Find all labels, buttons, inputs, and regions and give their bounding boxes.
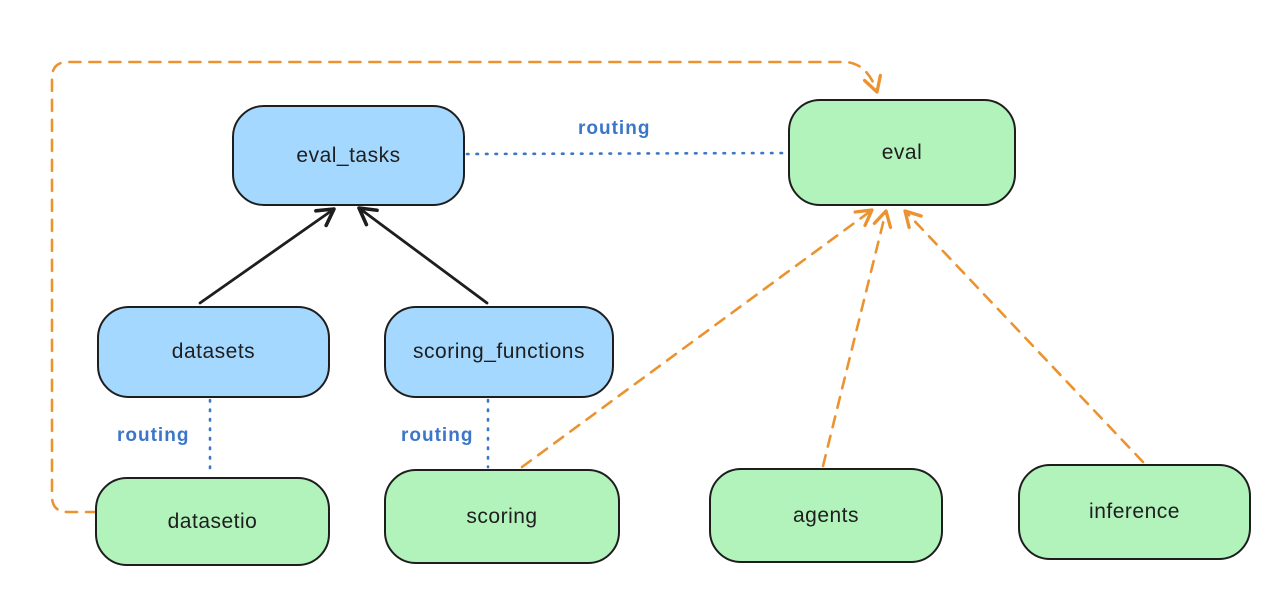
edge-label-routing-datasets-datasetio: routing <box>117 425 190 446</box>
edge-inference-to-eval <box>903 209 1145 464</box>
node-agents-label: agents <box>792 503 860 527</box>
node-agents: agents <box>709 468 943 563</box>
node-eval: eval <box>788 99 1016 206</box>
node-scoring: scoring <box>384 469 620 564</box>
node-datasets: datasets <box>97 306 330 398</box>
node-eval-label: eval <box>881 140 923 164</box>
node-datasetio-label: datasetio <box>167 509 258 533</box>
node-scoring-functions-label: scoring_functions <box>413 340 585 363</box>
node-scoring-functions: scoring_functions <box>384 306 614 398</box>
edge-agents-to-eval <box>821 209 893 468</box>
edge-label-routing-eval-tasks-eval: routing <box>578 118 651 139</box>
node-scoring-label: scoring <box>466 504 538 528</box>
node-datasets-label: datasets <box>171 340 256 363</box>
edge-eval-tasks-to-eval-routing <box>465 151 788 156</box>
node-datasetio: datasetio <box>95 477 330 566</box>
edge-datasets-to-eval-tasks <box>198 207 336 305</box>
node-eval-tasks: eval_tasks <box>232 105 465 206</box>
node-eval-tasks-label: eval_tasks <box>296 143 401 167</box>
edge-scoring-functions-to-eval-tasks <box>357 206 489 305</box>
edge-label-routing-scoring-functions-scoring: routing <box>401 425 474 446</box>
node-inference-label: inference <box>1089 500 1180 523</box>
node-inference: inference <box>1018 464 1251 560</box>
